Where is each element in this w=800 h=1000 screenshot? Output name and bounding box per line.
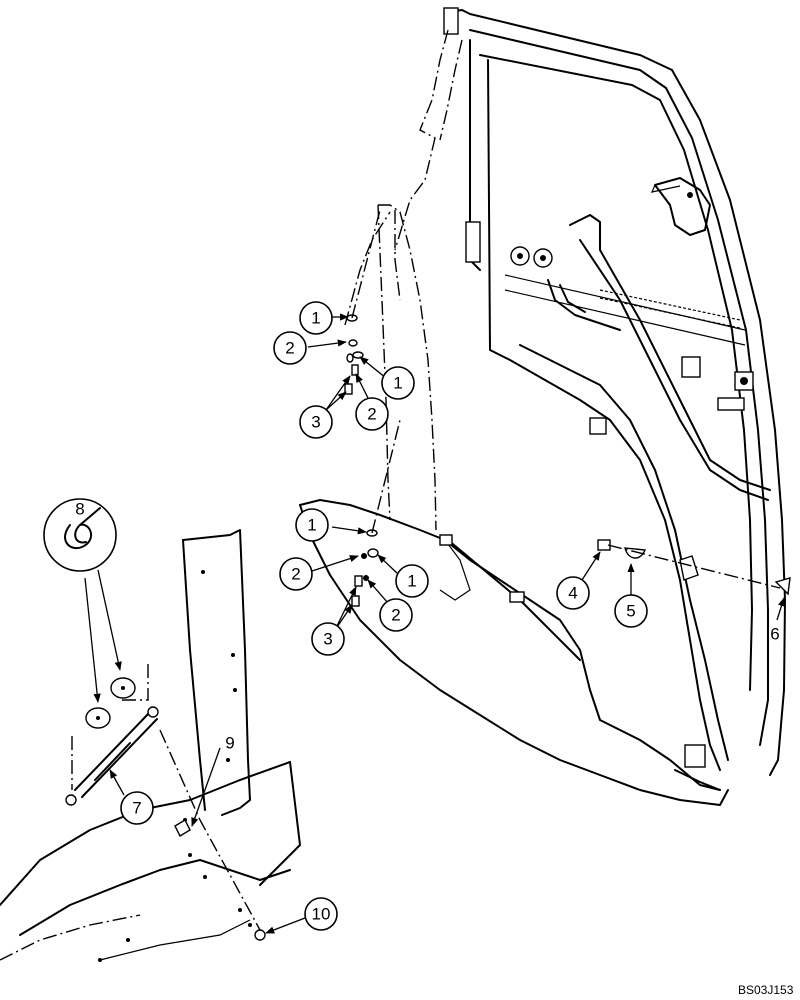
svg-text:2: 2 bbox=[285, 339, 294, 358]
svg-text:3: 3 bbox=[311, 413, 320, 432]
svg-text:2: 2 bbox=[291, 565, 300, 584]
callout-7: 7 bbox=[120, 791, 154, 825]
door-panel-lower bbox=[299, 499, 729, 806]
callout-2: 2 bbox=[279, 557, 313, 591]
callout-2: 2 bbox=[379, 598, 413, 632]
retaining-clip-detail bbox=[43, 498, 117, 572]
svg-text:5: 5 bbox=[626, 602, 635, 621]
callout-4: 4 bbox=[556, 576, 590, 610]
latch-hardware bbox=[597, 539, 791, 596]
callout-3: 3 bbox=[299, 405, 333, 439]
callout-1: 1 bbox=[395, 564, 429, 598]
callout-8: 8 bbox=[75, 500, 84, 519]
drawing-code: BS03J153 bbox=[738, 983, 794, 997]
svg-text:1: 1 bbox=[307, 516, 316, 535]
svg-text:1: 1 bbox=[311, 309, 320, 328]
svg-text:2: 2 bbox=[367, 405, 376, 424]
svg-text:1: 1 bbox=[407, 572, 416, 591]
svg-text:6: 6 bbox=[770, 625, 779, 644]
svg-text:4: 4 bbox=[568, 584, 577, 603]
svg-text:8: 8 bbox=[75, 500, 84, 519]
gas-strut-assembly bbox=[0, 529, 301, 962]
svg-text:1: 1 bbox=[393, 374, 402, 393]
callout-6: 6 bbox=[770, 625, 779, 644]
hardware-lower bbox=[351, 419, 401, 607]
callout-1: 1 bbox=[381, 366, 415, 400]
callout-1: 1 bbox=[295, 508, 329, 542]
svg-text:10: 10 bbox=[312, 905, 331, 924]
callout-9: 9 bbox=[225, 734, 234, 753]
callouts: 1 2 1 3 2 1 2 1 bbox=[75, 301, 785, 934]
hardware-upper bbox=[344, 209, 381, 395]
callout-5: 5 bbox=[614, 594, 648, 628]
svg-text:3: 3 bbox=[323, 630, 332, 649]
door-panel-upper bbox=[344, 204, 437, 531]
callout-2: 2 bbox=[355, 397, 389, 431]
svg-text:9: 9 bbox=[225, 734, 234, 753]
door-frame bbox=[394, 7, 786, 791]
callout-1: 1 bbox=[299, 301, 333, 335]
callout-3: 3 bbox=[311, 622, 345, 656]
svg-text:2: 2 bbox=[391, 606, 400, 625]
callout-2: 2 bbox=[273, 331, 307, 365]
callout-10: 10 bbox=[304, 897, 338, 931]
svg-text:7: 7 bbox=[132, 799, 141, 818]
